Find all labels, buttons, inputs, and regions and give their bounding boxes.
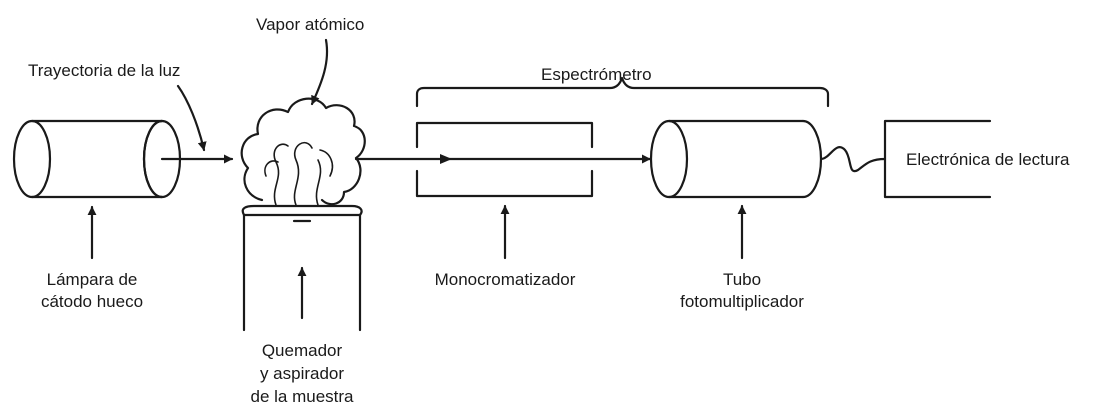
label-burner-line3: de la muestra: [251, 387, 355, 406]
label-burner-line2: y aspirador: [260, 364, 344, 383]
atomic-vapor-cloud: [240, 97, 366, 206]
arrow-light-path: [176, 84, 207, 152]
spectrometer-brace: [415, 76, 830, 108]
photomultiplier-tube: [649, 119, 823, 199]
label-burner-line1: Quemador: [262, 341, 343, 360]
arrow-vapor: [310, 38, 329, 106]
label-spectrometer: Espectrómetro: [541, 65, 652, 84]
label-tube-line2: fotomultiplicador: [680, 292, 804, 311]
label-lamp-line1: Lámpara de: [47, 270, 138, 289]
label-electronics: Electrónica de lectura: [906, 150, 1070, 169]
burner: [241, 204, 363, 332]
label-vapor: Vapor atómico: [256, 15, 364, 34]
label-monochromator: Monocromatizador: [435, 270, 576, 289]
monochromator: [415, 121, 594, 198]
label-tube-line1: Tubo: [723, 270, 761, 289]
label-light-path: Trayectoria de la luz: [28, 61, 180, 80]
label-lamp-line2: cátodo hueco: [41, 292, 143, 311]
signal-cable: [819, 146, 887, 173]
readout-electronics: [883, 119, 992, 199]
light-beam-midarrow: [440, 154, 452, 164]
hollow-cathode-lamp: [12, 119, 182, 199]
